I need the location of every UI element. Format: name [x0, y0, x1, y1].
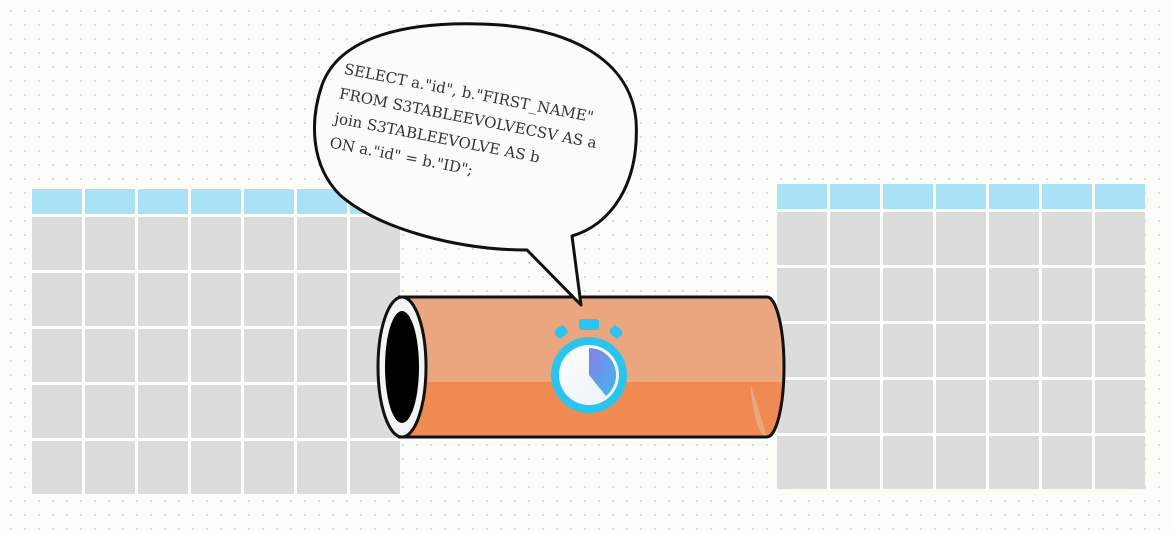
table-cell: [883, 436, 933, 489]
table-cell: [85, 217, 135, 270]
speech-bubble: SELECT a."id", b."FIRST_NAME" FROM S3TAB…: [313, 22, 638, 307]
table-header-cell: [244, 189, 294, 214]
table-cell: [297, 385, 347, 438]
target-table-right: [777, 184, 1145, 489]
table-cell: [138, 385, 188, 438]
table-cell: [1042, 268, 1092, 321]
table-header-cell: [1042, 184, 1092, 209]
table-header-cell: [936, 184, 986, 209]
table-header-cell: [32, 189, 82, 214]
table-cell: [830, 324, 880, 377]
table-cell: [830, 268, 880, 321]
table-cell: [244, 329, 294, 382]
table-cell: [191, 441, 241, 494]
table-cell: [85, 441, 135, 494]
table-cell: [830, 212, 880, 265]
table-header-cell: [830, 184, 880, 209]
table-cell: [989, 212, 1039, 265]
table-cell: [138, 273, 188, 326]
table-cell: [989, 268, 1039, 321]
table-cell: [297, 441, 347, 494]
table-cell: [191, 385, 241, 438]
table-cell: [1095, 380, 1145, 433]
table-cell: [297, 217, 347, 270]
table-header-cell: [883, 184, 933, 209]
table-cell: [936, 324, 986, 377]
table-cell: [244, 441, 294, 494]
table-cell: [138, 441, 188, 494]
table-cell: [85, 273, 135, 326]
stopwatch-icon: [551, 319, 627, 413]
table-cell: [777, 268, 827, 321]
table-cell: [32, 329, 82, 382]
table-cell: [1042, 212, 1092, 265]
table-cell: [936, 380, 986, 433]
table-cell: [191, 273, 241, 326]
table-cell: [1095, 268, 1145, 321]
table-cell: [1095, 324, 1145, 377]
table-cell: [777, 436, 827, 489]
table-cell: [1095, 212, 1145, 265]
table-cell: [297, 273, 347, 326]
table-header-cell: [191, 189, 241, 214]
table-cell: [85, 329, 135, 382]
table-cell: [883, 268, 933, 321]
table-cell: [32, 385, 82, 438]
table-cell: [1042, 324, 1092, 377]
table-cell: [936, 268, 986, 321]
table-header-cell: [85, 189, 135, 214]
table-cell: [85, 385, 135, 438]
table-cell: [989, 436, 1039, 489]
table-cell: [830, 436, 880, 489]
table-cell: [1095, 436, 1145, 489]
table-cell: [936, 436, 986, 489]
table-header-cell: [777, 184, 827, 209]
table-cell: [989, 324, 1039, 377]
table-header-cell: [138, 189, 188, 214]
table-cell: [989, 380, 1039, 433]
table-cell: [883, 380, 933, 433]
table-cell: [883, 324, 933, 377]
table-cell: [138, 329, 188, 382]
table-cell: [883, 212, 933, 265]
table-cell: [244, 273, 294, 326]
table-cell: [1042, 380, 1092, 433]
table-cell: [244, 385, 294, 438]
table-cell: [777, 380, 827, 433]
table-cell: [32, 441, 82, 494]
table-cell: [1042, 436, 1092, 489]
table-cell: [244, 217, 294, 270]
table-cell: [191, 217, 241, 270]
table-cell: [191, 329, 241, 382]
table-header-cell: [989, 184, 1039, 209]
table-cell: [350, 441, 400, 494]
table-cell: [138, 217, 188, 270]
table-cell: [32, 273, 82, 326]
table-cell: [777, 212, 827, 265]
table-cell: [830, 380, 880, 433]
table-header-cell: [1095, 184, 1145, 209]
table-cell: [32, 217, 82, 270]
table-cell: [297, 329, 347, 382]
table-cell: [936, 212, 986, 265]
